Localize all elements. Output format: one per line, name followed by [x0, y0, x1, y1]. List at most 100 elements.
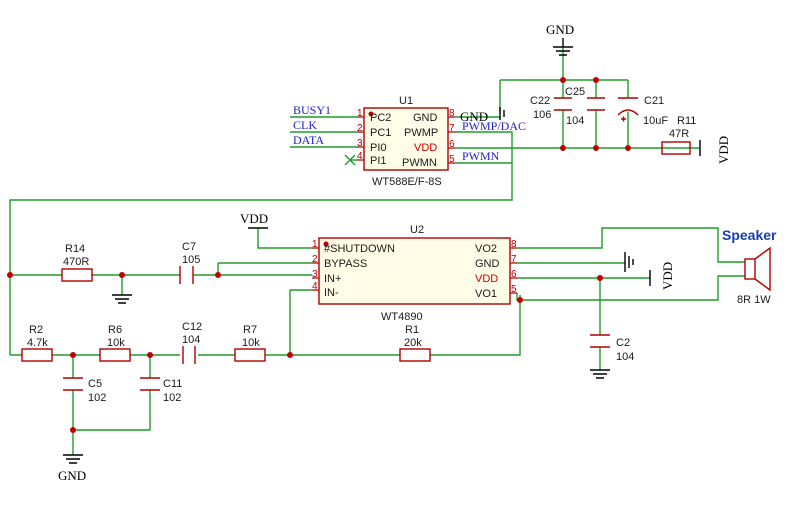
capacitor-c2: C2 104 — [590, 334, 634, 363]
c25-value: 104 — [566, 115, 584, 127]
u2-chip: U2 WT4890 1 2 3 4 #SHUTDOWN BYPASS IN+ I… — [312, 224, 517, 323]
u2-pin-num: 1 — [312, 239, 318, 250]
c11-value: 102 — [163, 392, 181, 404]
c11-ref: C11 — [163, 378, 182, 390]
wire-inminus — [289, 289, 312, 355]
c7-ref: C7 — [182, 241, 196, 253]
r1-ref: R1 — [405, 324, 419, 336]
u2-pin-num: 2 — [312, 254, 318, 265]
vdd-label-r11: VDD — [716, 136, 731, 164]
junction — [593, 145, 599, 151]
net-label-clk: CLK — [293, 118, 317, 132]
c7-value: 105 — [182, 254, 200, 266]
capacitor-c7: C7 105 — [179, 241, 200, 284]
junction — [593, 77, 599, 83]
net-label-data: DATA — [293, 133, 324, 147]
u1-pin-name: PWMP — [404, 127, 438, 139]
capacitor-c25: C25 104 — [565, 86, 605, 127]
vdd-symbol-u2: VDD — [649, 262, 675, 290]
junctions — [7, 77, 631, 433]
u2-pin-num: 8 — [511, 239, 517, 250]
c2-ref: C2 — [616, 337, 630, 349]
capacitor-c12: C12 104 — [182, 321, 202, 364]
u1-pin-num: 4 — [357, 151, 363, 162]
c22-ref: C22 — [530, 95, 550, 107]
u2-pin-num: 3 — [312, 269, 318, 280]
c12-ref: C12 — [182, 321, 202, 333]
c2-value: 104 — [616, 351, 634, 363]
r1-value: 20k — [404, 337, 422, 349]
gnd-label-bottom: GND — [58, 468, 86, 483]
u2-part: WT4890 — [381, 311, 423, 323]
u2-ref: U2 — [410, 224, 424, 236]
wire-shutdown — [257, 228, 312, 249]
resistor-r6: R6 10k — [99, 324, 131, 362]
u1-chip: U1 WT588E/F-8S 1 2 3 4 PC2 PC1 PI0 PI1 8… — [357, 95, 455, 188]
u2-pin-num: 7 — [511, 254, 517, 265]
u1-pin-name: PI1 — [370, 155, 387, 167]
wires — [9, 47, 745, 455]
speaker: Speaker 8R 1W — [722, 227, 777, 306]
u2-pin-name: VDD — [475, 273, 498, 285]
speaker-label: Speaker — [722, 227, 777, 243]
gnd-symbol-u1: GND — [460, 107, 505, 124]
net-label-pwmp: PWMP/DAC — [462, 119, 526, 133]
r7-ref: R7 — [243, 324, 257, 336]
junction — [517, 297, 523, 303]
r6-value: 10k — [107, 337, 125, 349]
gnd-symbol-r14 — [112, 294, 132, 304]
gnd-symbol-u2 — [624, 252, 634, 272]
c12-value: 104 — [182, 334, 200, 346]
u2-pin-name: IN+ — [324, 273, 341, 285]
u2-pin-name: VO2 — [475, 243, 497, 255]
u2-pin-name: GND — [475, 258, 500, 270]
u2-pin-num: 6 — [511, 269, 517, 280]
gnd-symbol-top: GND — [546, 22, 574, 56]
u1-pin-num: 8 — [449, 108, 455, 119]
c25-ref: C25 — [565, 86, 585, 98]
resistor-r14: R14 470R — [61, 243, 93, 282]
u1-pin-num: 2 — [357, 123, 363, 134]
net-label-busy: BUSY1 — [293, 103, 331, 117]
capacitor-c5: C5 102 — [63, 377, 106, 404]
r6-ref: R6 — [108, 324, 122, 336]
junction — [215, 272, 221, 278]
u1-part: WT588E/F-8S — [372, 176, 442, 188]
gnd-symbol-c2 — [590, 369, 610, 379]
u1-pin-num: 7 — [449, 123, 455, 134]
r11-ref: R11 — [677, 115, 696, 127]
gnd-label-u1: GND — [460, 109, 488, 124]
r14-value: 470R — [63, 256, 89, 268]
junction — [287, 352, 293, 358]
c21-value: 10uF — [643, 115, 668, 127]
r2-ref: R2 — [29, 324, 43, 336]
u1-pin-num: 5 — [449, 154, 455, 165]
wire-u1-pwmp — [9, 131, 513, 355]
capacitor-c21: C21 10uF — [617, 95, 668, 127]
u1-pin-name: VDD — [414, 142, 437, 154]
junction — [70, 427, 76, 433]
u2-pin-num: 5 — [511, 284, 517, 295]
u1-pin-num: 3 — [357, 138, 363, 149]
junction — [560, 77, 566, 83]
gnd-symbol-bottom: GND — [58, 454, 86, 483]
vdd-label-shutdown: VDD — [240, 211, 268, 226]
c5-value: 102 — [88, 392, 106, 404]
c5-ref: C5 — [88, 378, 102, 390]
r11-value: 47R — [669, 128, 689, 140]
u1-pin-name: PWMN — [402, 157, 437, 169]
r7-value: 10k — [242, 337, 260, 349]
capacitor-c22: C22 106 — [530, 95, 572, 121]
vdd-label-u2: VDD — [660, 262, 675, 290]
u2-pin-num: 4 — [312, 281, 318, 292]
speaker-rating: 8R 1W — [737, 294, 771, 306]
junction — [70, 352, 76, 358]
junction — [147, 352, 153, 358]
junction — [7, 272, 13, 278]
u2-pin-name: BYPASS — [324, 258, 367, 270]
net-label-pwmn: PWMN — [462, 149, 500, 163]
no-connect-marker — [344, 154, 356, 166]
junction — [560, 145, 566, 151]
vdd-symbol-r11: VDD — [699, 136, 731, 164]
capacitor-c11: C11 102 — [140, 377, 182, 404]
